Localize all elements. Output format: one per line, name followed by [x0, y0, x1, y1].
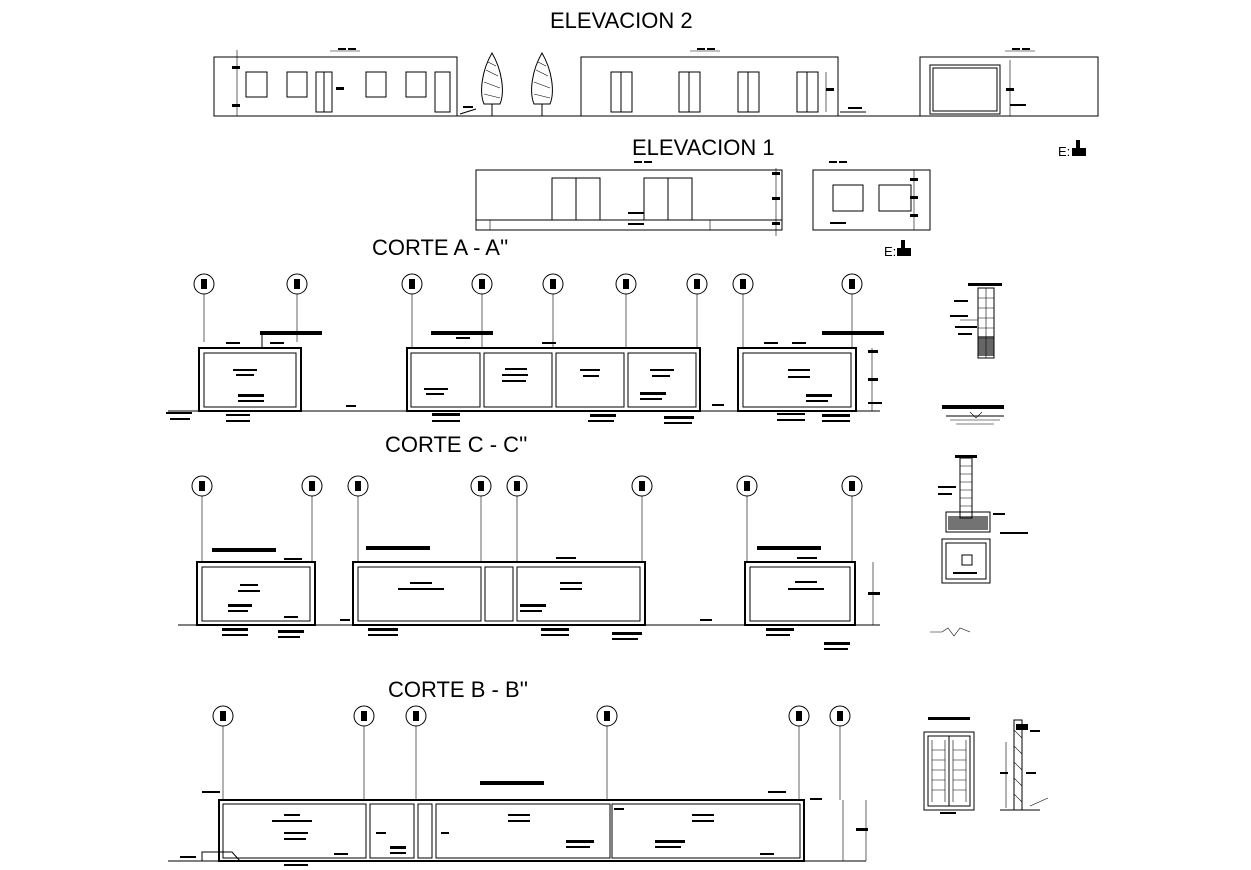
door-detail [923, 717, 975, 814]
svg-text:E:: E: [884, 244, 896, 259]
title-elevation-1: ELEVACION 1 [632, 135, 775, 160]
title-section-cc: CORTE C - C'' [385, 432, 527, 457]
section-cc-drawing [178, 475, 880, 650]
elevation-2-drawing [213, 48, 1099, 117]
tree-icon [531, 52, 553, 116]
svg-text:E:: E: [1058, 144, 1070, 159]
column-detail [1000, 719, 1049, 811]
scale-mark-section-aa: E: [884, 240, 911, 259]
wall-detail [942, 283, 1004, 425]
title-section-bb: CORTE B - B'' [388, 677, 528, 702]
grid-axis-markers [212, 705, 851, 800]
section-bb-drawing [168, 705, 868, 866]
title-section-aa: CORTE A - A'' [372, 235, 508, 260]
tree-icon [481, 52, 503, 116]
foundation-detail [930, 455, 1028, 637]
scale-mark-elevation-1: E: [1058, 140, 1086, 159]
grid-axis-markers [191, 475, 863, 562]
title-elevation-2: ELEVACION 2 [550, 8, 693, 33]
grid-axis-markers [193, 273, 863, 348]
section-aa-drawing [166, 273, 884, 424]
elevation-1-drawing [475, 161, 931, 236]
